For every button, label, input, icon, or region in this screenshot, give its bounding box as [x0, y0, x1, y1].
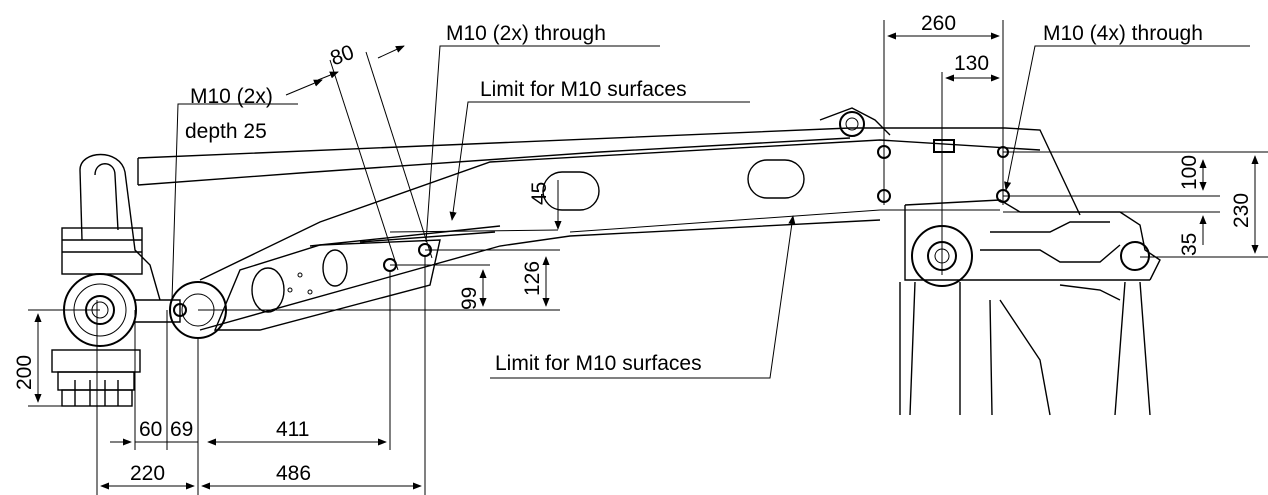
robot-outline	[51, 107, 1161, 416]
dim-60: 60	[139, 418, 162, 441]
dim-130: 130	[954, 52, 989, 75]
label-m10-2x-through: M10 (2x) through	[446, 22, 606, 45]
label-depth-25: depth 25	[185, 120, 267, 143]
dim-35: 35	[1178, 233, 1201, 256]
label-m10-4x-through: M10 (4x) through	[1043, 22, 1203, 45]
dim-69: 69	[170, 418, 193, 441]
dim-230: 230	[1230, 193, 1253, 228]
dim-260: 260	[921, 12, 956, 35]
dim-220: 220	[130, 462, 165, 485]
annotation-labels: M10 (2x) depth 25 M10 (2x) through M10 (…	[185, 22, 1203, 375]
label-limit-top: Limit for M10 surfaces	[480, 78, 687, 101]
label-m10-2x: M10 (2x)	[190, 85, 273, 108]
dim-126: 126	[521, 261, 544, 296]
dimension-values: 80 260 130 100 230 35 45 99 126 200 60 6…	[13, 12, 1253, 485]
label-limit-bottom: Limit for M10 surfaces	[495, 352, 702, 375]
dim-486: 486	[276, 462, 311, 485]
dim-100: 100	[1178, 155, 1201, 190]
dim-45: 45	[528, 182, 551, 205]
dim-200: 200	[13, 355, 36, 390]
dim-99: 99	[458, 287, 481, 310]
dimension-lines	[28, 20, 1268, 495]
dim-411: 411	[276, 418, 309, 441]
